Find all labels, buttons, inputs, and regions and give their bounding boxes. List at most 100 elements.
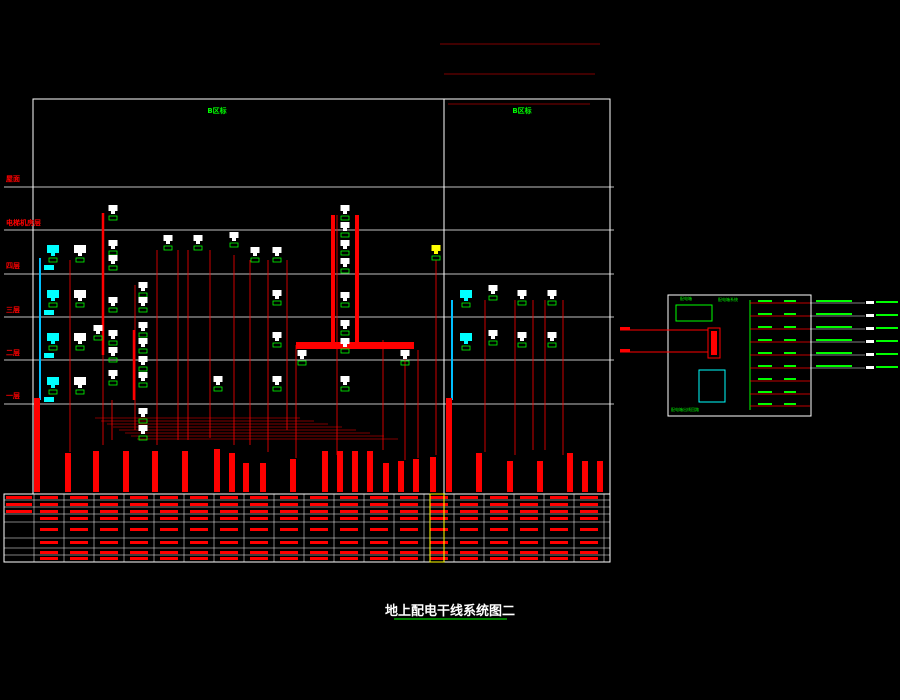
table-cell-text xyxy=(490,557,508,560)
panel-box xyxy=(272,376,282,382)
table-cell-text xyxy=(370,541,388,544)
panel-stem xyxy=(491,336,495,339)
panel-box xyxy=(47,333,59,341)
table-cell-text xyxy=(220,551,238,554)
table-cell-text xyxy=(40,557,58,560)
panel-breaker xyxy=(138,418,148,424)
panel-box xyxy=(138,282,148,288)
detail-terminal xyxy=(866,353,874,356)
panel-breaker xyxy=(517,342,527,348)
panel-breaker xyxy=(75,345,85,351)
panel-breaker xyxy=(488,295,498,301)
panel-breaker xyxy=(138,332,148,338)
detail-external-label xyxy=(816,326,852,328)
table-cell-text xyxy=(40,496,58,499)
feeder-bar xyxy=(229,453,235,492)
panel-box xyxy=(74,377,86,385)
detail-terminal-label xyxy=(876,340,898,342)
bottom-schedule-table xyxy=(3,493,611,563)
feeder-lines xyxy=(34,43,603,492)
panel-stem xyxy=(141,288,145,291)
panel-detail-schematic xyxy=(620,294,898,417)
panel-box xyxy=(340,258,350,264)
panel-box xyxy=(138,408,148,414)
panel-breaker xyxy=(213,386,223,392)
table-cell-text xyxy=(580,528,598,531)
table-cell-text xyxy=(430,496,448,499)
feeder-bar xyxy=(476,453,482,492)
panel-box xyxy=(340,292,350,298)
panel-stem xyxy=(464,341,468,344)
panel-box xyxy=(47,290,59,298)
table-cell-text xyxy=(370,517,388,520)
feeder-bar xyxy=(182,451,188,492)
panel-box xyxy=(340,338,350,344)
table-cell-text xyxy=(310,528,328,531)
table-cell-text xyxy=(220,496,238,499)
panel-box xyxy=(547,290,557,296)
panel-stem xyxy=(275,382,279,385)
table-cell-text xyxy=(340,528,358,531)
table-cell-text xyxy=(400,528,418,531)
panel-box xyxy=(47,245,59,253)
panel-breaker xyxy=(138,292,148,298)
detail-terminal-label xyxy=(876,314,898,316)
panel-stem xyxy=(141,378,145,381)
panel-box xyxy=(460,333,472,341)
table-cell-text xyxy=(100,528,118,531)
panel-stem xyxy=(343,211,347,214)
table-cell-text xyxy=(460,541,478,544)
panel-breaker xyxy=(340,302,350,308)
panel-box xyxy=(340,205,350,211)
detail-circuit-label xyxy=(758,378,772,380)
table-cell-text xyxy=(130,517,148,520)
table-cell-text xyxy=(70,510,88,513)
panel-stem xyxy=(216,382,220,385)
table-cell-text xyxy=(460,528,478,531)
detail-external-label xyxy=(816,352,852,354)
detail-circuit-label xyxy=(784,326,796,328)
detail-header: 配电箱 xyxy=(680,295,692,301)
table-cell-text xyxy=(550,503,568,506)
panel-stem xyxy=(343,298,347,301)
table-cell-text xyxy=(370,503,388,506)
table-cell-text xyxy=(160,503,178,506)
panel-box xyxy=(400,350,410,356)
table-cell-text xyxy=(40,510,58,513)
panel-box xyxy=(108,255,118,261)
table-cell-text xyxy=(580,503,598,506)
table-cell-text xyxy=(70,503,88,506)
panel-box xyxy=(138,322,148,328)
table-cell-text xyxy=(310,551,328,554)
table-cell-text xyxy=(130,541,148,544)
table-cell-text xyxy=(550,551,568,554)
detail-footer: 配电箱出线回路 xyxy=(671,406,699,412)
panel-breaker xyxy=(340,348,350,354)
table-cell-text xyxy=(250,503,268,506)
panel-breaker xyxy=(138,348,148,354)
table-cell-text xyxy=(430,528,448,531)
floor-label-roof: 屋面 xyxy=(6,174,20,183)
table-cell-text xyxy=(370,557,388,560)
detail-external-label xyxy=(816,300,852,302)
table-cell-text xyxy=(400,551,418,554)
table-cell-text xyxy=(190,510,208,513)
table-cell-text xyxy=(100,503,118,506)
panel-breaker xyxy=(461,302,471,308)
detail-circuit-label xyxy=(784,403,796,405)
table-cell-text xyxy=(490,528,508,531)
panel-breaker xyxy=(108,250,118,256)
table-cell-text xyxy=(190,503,208,506)
floor-label-1f: 一层 xyxy=(6,391,20,400)
table-cell-text xyxy=(490,517,508,520)
table-cell-text xyxy=(340,551,358,554)
detail-terminal xyxy=(866,366,874,369)
panel-box xyxy=(108,240,118,246)
table-cell-text xyxy=(310,496,328,499)
table-cell-text xyxy=(460,503,478,506)
table-cell-text xyxy=(190,528,208,531)
table-cell-text xyxy=(370,496,388,499)
table-cell-text xyxy=(520,541,538,544)
table-cell-text xyxy=(400,510,418,513)
panel-stem xyxy=(141,328,145,331)
